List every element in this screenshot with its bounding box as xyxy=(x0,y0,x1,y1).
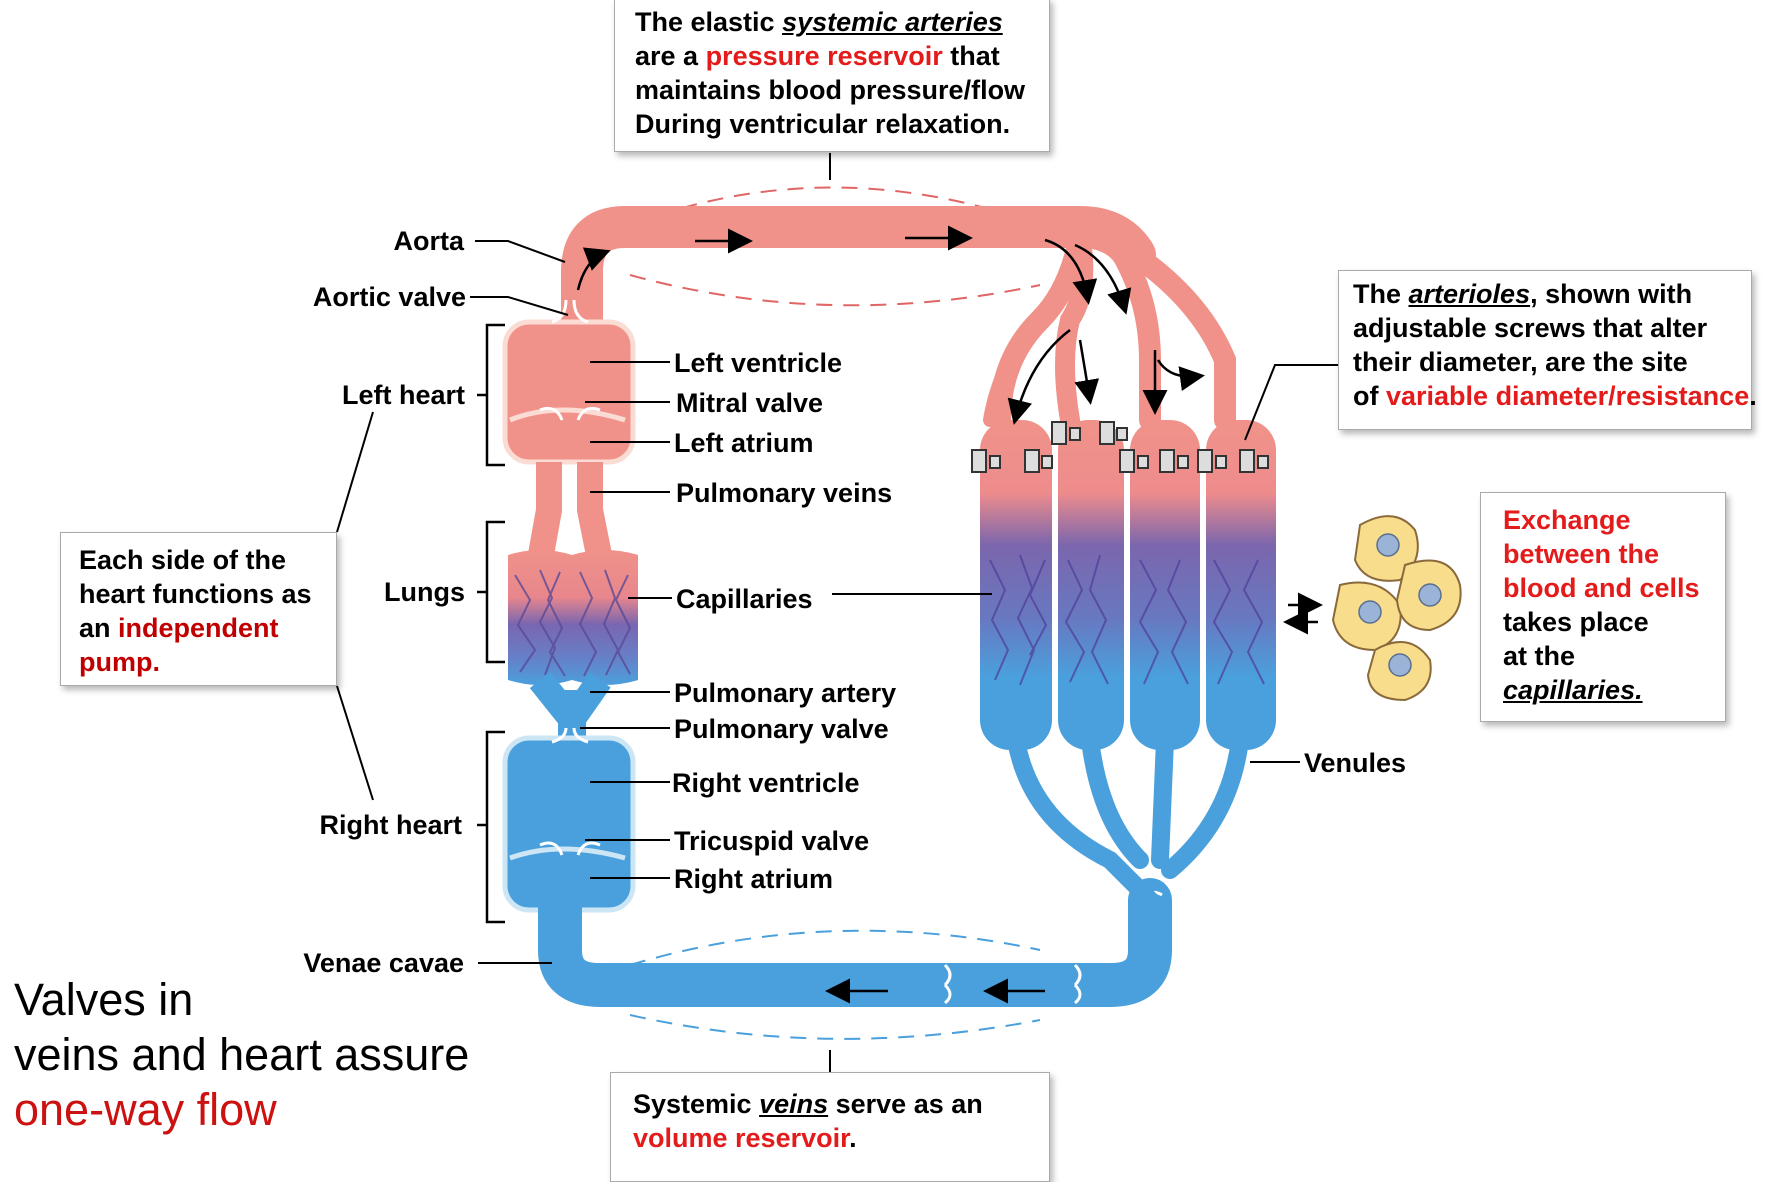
arteriole-screws xyxy=(971,421,1269,473)
venules-vessels xyxy=(1007,731,1249,909)
callout-exchange-em: capillaries. xyxy=(1503,675,1643,705)
callout-arteries-highlight: pressure reservoir xyxy=(705,41,943,71)
tissue-cells xyxy=(1331,515,1462,702)
venae-cavae-vessel xyxy=(538,878,1172,1007)
label-aorta: Aorta xyxy=(393,226,464,256)
callout-arteries-text: are a xyxy=(635,41,706,71)
label-left-heart: Left heart xyxy=(342,380,465,410)
callout-arterioles-em: arterioles xyxy=(1408,279,1531,309)
label-venules: Venules xyxy=(1304,748,1406,778)
label-aortic-valve: Aortic valve xyxy=(313,282,466,312)
brackets xyxy=(477,323,505,924)
callout-arteries-text: maintains blood pressure/flow xyxy=(635,75,1026,105)
caption-highlight: one-way flow xyxy=(14,1084,277,1135)
vein-reservoir-dashes xyxy=(629,929,1041,1040)
callout-arterioles-text: The xyxy=(1353,279,1409,309)
callout-exchange-highlight: blood and cells xyxy=(1503,573,1700,603)
label-pulmonary-artery: Pulmonary artery xyxy=(674,678,896,708)
callout-systemic-veins: Systemic veins serve as an volume reserv… xyxy=(610,1072,1050,1182)
callout-veins-highlight: volume reservoir xyxy=(633,1123,850,1153)
callout-arterioles-text: , shown with xyxy=(1530,279,1693,309)
callout-exchange-highlight: between the xyxy=(1503,539,1660,569)
callout-arteries-text: The elastic xyxy=(635,7,783,37)
callout-arterioles: The arterioles, shown with adjustable sc… xyxy=(1338,270,1757,430)
callout-veins-em: veins xyxy=(759,1089,829,1119)
callout-pump-text: an xyxy=(79,613,119,643)
label-tricuspid-valve: Tricuspid valve xyxy=(674,826,869,856)
leader-lines xyxy=(336,153,1338,1072)
callout-exchange: Exchange between the blood and cells tak… xyxy=(1480,492,1726,722)
right-heart-chamber xyxy=(502,735,636,913)
label-pulmonary-valve: Pulmonary valve xyxy=(674,714,889,744)
callout-pump-text: Each side of the xyxy=(79,545,287,575)
label-capillaries: Capillaries xyxy=(676,584,813,614)
callout-veins-text: . xyxy=(849,1123,857,1153)
callout-arterioles-text: adjustable screws that alter xyxy=(1353,313,1708,343)
callout-veins-text: Systemic xyxy=(633,1089,760,1119)
label-right-heart: Right heart xyxy=(319,810,462,840)
left-heart-chamber xyxy=(502,319,636,465)
callout-arterioles-text: of xyxy=(1353,381,1386,411)
callout-exchange-text: at the xyxy=(1503,641,1576,671)
label-right-atrium: Right atrium xyxy=(674,864,833,894)
label-left-atrium: Left atrium xyxy=(674,428,814,458)
caption-line: veins and heart assure xyxy=(14,1029,470,1080)
heart-valves xyxy=(539,299,601,856)
flow-arrows xyxy=(576,225,1323,1004)
callout-systemic-arteries: The elastic systemic arteries are a pres… xyxy=(614,0,1050,152)
slide-caption: Valves in veins and heart assure one-way… xyxy=(14,972,469,1137)
label-right-ventricle: Right ventricle xyxy=(672,768,860,798)
callout-exchange-highlight: Exchange xyxy=(1503,505,1631,535)
callout-arteries-text: that xyxy=(942,41,1000,71)
callout-veins-text: serve as an xyxy=(828,1089,983,1119)
label-lungs: Lungs xyxy=(384,577,465,607)
callout-independent-pump: Each side of the heart functions as an i… xyxy=(60,532,337,686)
callout-pump-text: heart functions as xyxy=(79,579,312,609)
callout-arterioles-highlight: variable diameter/resistance xyxy=(1386,381,1750,411)
callout-arterioles-text: . xyxy=(1749,381,1757,411)
lung-capillary-bed xyxy=(508,550,638,685)
callout-arterioles-text: their diameter, are the site xyxy=(1353,347,1688,377)
callout-pump-highlight: independent xyxy=(118,613,279,643)
callout-exchange-text: takes place xyxy=(1503,607,1649,637)
callout-arteries-em: systemic arteries xyxy=(782,7,1003,37)
callout-arteries-text: During ventricular relaxation. xyxy=(635,109,1011,139)
label-left-ventricle: Left ventricle xyxy=(674,348,842,378)
caption-line: Valves in xyxy=(14,974,194,1025)
label-venae-cavae: Venae cavae xyxy=(303,948,464,978)
systemic-capillary-beds xyxy=(980,420,1276,750)
callout-pump-highlight: pump. xyxy=(79,647,160,677)
label-mitral-valve: Mitral valve xyxy=(676,388,823,418)
label-pulmonary-veins: Pulmonary veins xyxy=(676,478,892,508)
systemic-arteries xyxy=(983,224,1236,431)
